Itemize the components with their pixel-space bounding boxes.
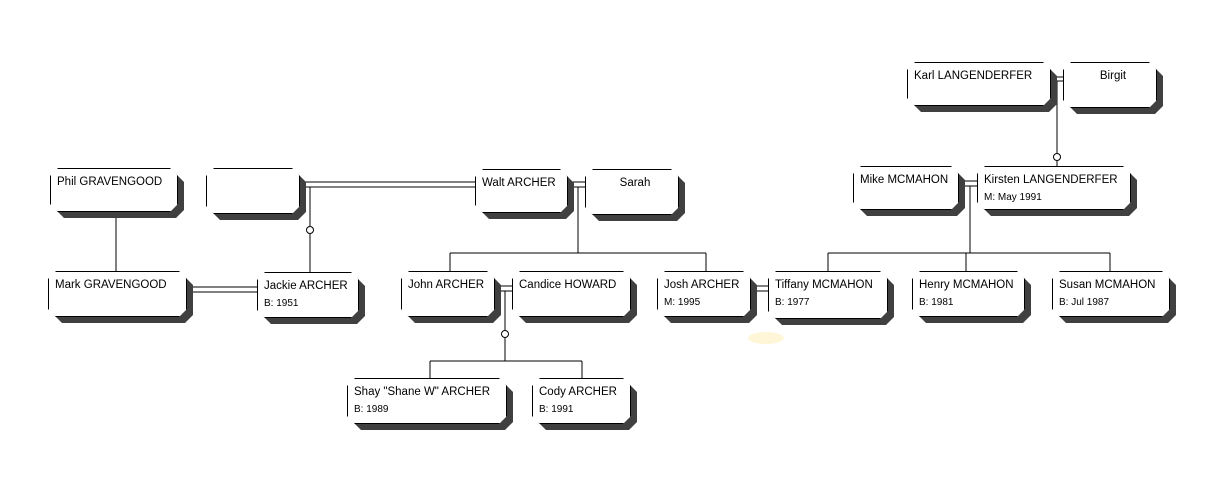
child-marker: [501, 330, 509, 338]
person-name: Tiffany MCMAHON: [775, 279, 873, 291]
person-mark-gravengood[interactable]: Mark GRAVENGOOD: [48, 271, 193, 323]
person-detail: B: 1989: [354, 404, 389, 415]
person-name: Karl LANGENDERFER: [914, 70, 1033, 82]
person-john-archer[interactable]: John ARCHER: [401, 271, 501, 323]
person-detail: B: 1951: [264, 298, 299, 309]
person-detail: M: 1995: [664, 297, 701, 308]
person-detail: B: Jul 1987: [1059, 297, 1110, 308]
person-walt-archer[interactable]: Walt ARCHER: [475, 169, 574, 219]
person-name: Shay "Shane W" ARCHER: [354, 386, 490, 398]
person-name: Phil GRAVENGOOD: [57, 176, 163, 188]
person-josh-archer[interactable]: Josh ARCHER M: 1995: [657, 271, 757, 323]
person-jackie-archer[interactable]: Jackie ARCHER B: 1951: [257, 272, 365, 324]
person-detail: B: 1981: [919, 297, 954, 308]
person-detail: B: 1977: [775, 297, 810, 308]
person-mike-mcmahon[interactable]: Mike MCMAHON: [853, 166, 965, 216]
person-name: John ARCHER: [408, 279, 485, 291]
person-name: Kirsten LANGENDERFER: [984, 174, 1118, 186]
person-detail: M: May 1991: [984, 192, 1042, 203]
person-karl-langenderfer[interactable]: Karl LANGENDERFER: [907, 62, 1057, 112]
person-candice-howard[interactable]: Candice HOWARD: [512, 271, 637, 323]
person-name: Josh ARCHER: [664, 279, 740, 291]
person-tiffany-mcmahon[interactable]: Tiffany MCMAHON B: 1977: [768, 271, 894, 325]
child-marker: [306, 226, 314, 234]
person-name: Birgit: [1099, 70, 1127, 82]
person-detail: B: 1991: [539, 404, 574, 415]
person-name: Mike MCMAHON: [860, 174, 949, 186]
highlight-glow: [748, 332, 784, 344]
person-susan-mcmahon[interactable]: Susan MCMAHON B: Jul 1987: [1052, 271, 1176, 323]
person-name: Walt ARCHER: [482, 177, 556, 189]
person-name: Cody ARCHER: [539, 386, 617, 398]
person-name: Mark GRAVENGOOD: [55, 279, 167, 291]
person-phil-gravengood[interactable]: Phil GRAVENGOOD: [50, 168, 184, 218]
person-birgit[interactable]: Birgit: [1063, 62, 1163, 114]
person-henry-mcmahon[interactable]: Henry MCMAHON B: 1981: [912, 271, 1031, 323]
person-name: Sarah: [619, 177, 651, 189]
person-name: Jackie ARCHER: [264, 280, 348, 292]
child-marker: [1053, 153, 1061, 161]
person-unknown-spouse[interactable]: [206, 168, 306, 220]
person-name: Susan MCMAHON: [1059, 279, 1156, 291]
person-shay-archer[interactable]: Shay "Shane W" ARCHER B: 1989: [347, 378, 513, 430]
person-kirsten-langenderfer[interactable]: Kirsten LANGENDERFER M: May 1991: [977, 166, 1137, 216]
person-name: Henry MCMAHON: [919, 279, 1014, 291]
person-cody-archer[interactable]: Cody ARCHER B: 1991: [532, 378, 637, 430]
person-sarah[interactable]: Sarah: [585, 169, 685, 221]
person-name: Candice HOWARD: [519, 279, 617, 291]
